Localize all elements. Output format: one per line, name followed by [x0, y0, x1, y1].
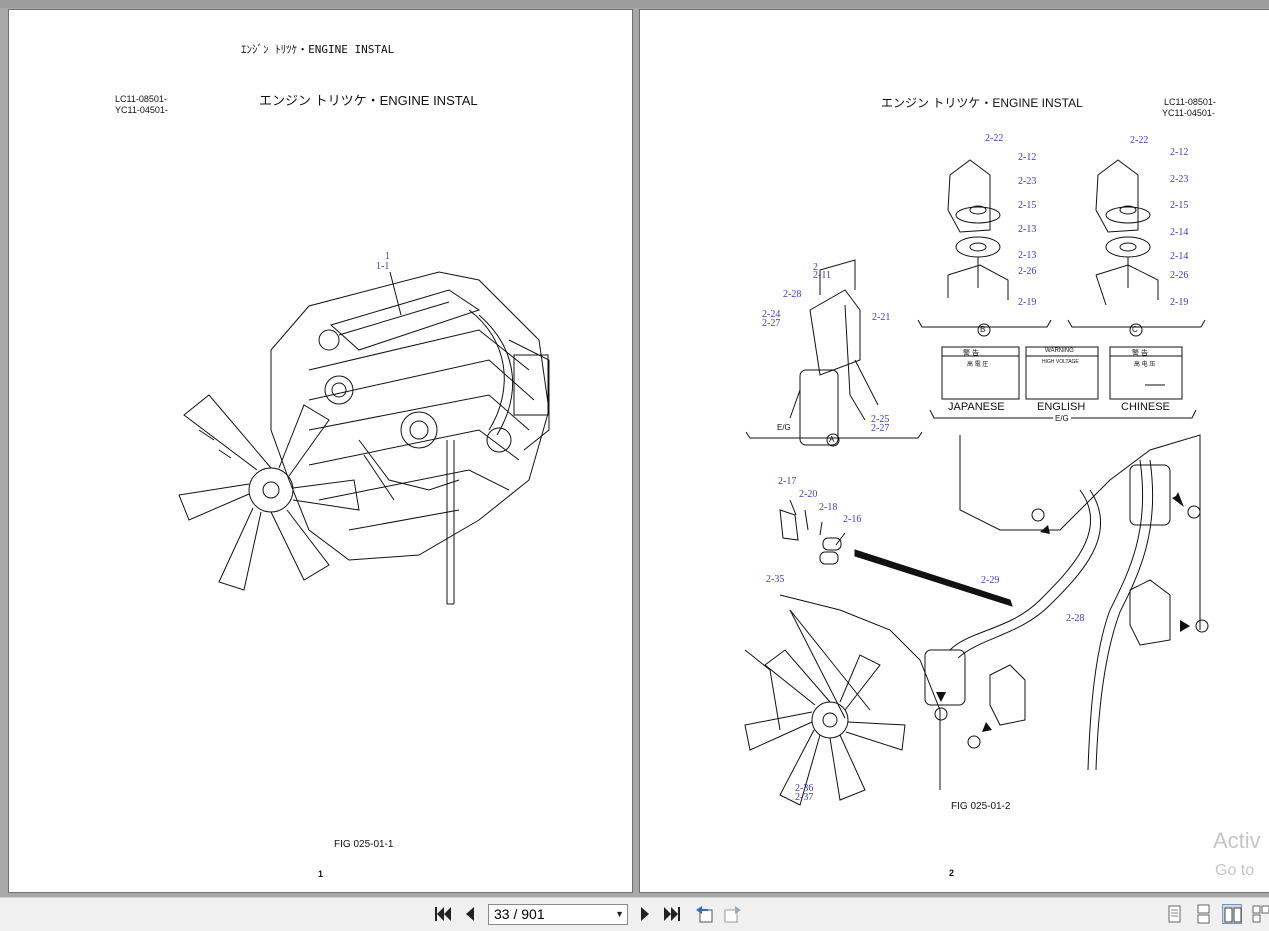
figure-caption: FIG 025-01-1 — [334, 839, 394, 850]
engine-illustration — [178, 271, 550, 605]
warning-label-cn-title: 警 告 — [1132, 350, 1148, 357]
activation-watermark: Activ — [1213, 828, 1261, 853]
next-page-button[interactable] — [635, 904, 655, 924]
label-eg: E/G — [777, 423, 791, 432]
page-title: エンジン トリツケ・ENGINE INSTAL — [259, 93, 478, 108]
callout-label: 2-15 — [1018, 200, 1037, 211]
callout-label: 2 — [813, 262, 818, 273]
callout-label: 2-13 — [1018, 224, 1037, 235]
document-page-1: ｴﾝｼﾞﾝ ﾄﾘﾂｹ・ENGINE INSTAL LC11-08501- YC1… — [8, 9, 633, 893]
activation-watermark-sub: Go to — [1215, 862, 1255, 879]
previous-page-icon — [466, 907, 474, 921]
view-marker-b: B — [980, 325, 986, 334]
engine-mount-diagram — [744, 159, 1209, 806]
first-page-icon — [435, 907, 451, 921]
last-page-icon — [664, 907, 680, 921]
callout-label: 2-28 — [1066, 613, 1085, 624]
chevron-down-icon[interactable]: ▼ — [615, 909, 624, 919]
label-eg: E/G — [1053, 414, 1071, 423]
first-page-button[interactable] — [432, 904, 452, 924]
serial-range-2: YC11-04501- — [1162, 108, 1215, 118]
continuous-facing-icon — [1252, 905, 1269, 923]
warning-label-en-subtitle: HIGH VOLTAGE — [1042, 359, 1079, 365]
warning-label-jp-subtitle: 高 電 圧 — [967, 362, 989, 368]
callout-label: 2-26 — [1170, 270, 1189, 281]
single-page-view-button[interactable] — [1164, 904, 1184, 924]
callout-label: 2-26 — [1018, 266, 1037, 277]
label-english: ENGLISH — [1037, 401, 1086, 413]
callout-label: 2-23 — [1018, 176, 1037, 187]
label-japanese: JAPANESE — [948, 401, 1005, 413]
warning-label-en-title: WARNING — [1045, 348, 1074, 354]
callout-label: 2-12 — [1170, 147, 1189, 158]
callout-label: 2-36 — [795, 783, 814, 794]
callout-label: 2-20 — [799, 489, 818, 500]
callout-label: 2-25 — [871, 414, 890, 425]
continuous-facing-view-button[interactable] — [1251, 904, 1269, 924]
callout-label: 1-1 — [376, 261, 390, 272]
callout-label: 2-14 — [1170, 227, 1189, 238]
callout-label: 2-18 — [819, 502, 838, 513]
next-page-icon — [641, 907, 649, 921]
callout-label: 2-22 — [985, 133, 1004, 144]
serial-range-1: LC11-08501- — [115, 94, 167, 104]
facing-pages-view-button[interactable] — [1222, 904, 1242, 924]
viewer-toolbar: 33 / 901 ▼ — [0, 897, 1269, 931]
callout-label: 2-13 — [1018, 250, 1037, 261]
callout-label: 1 — [385, 251, 390, 262]
forward-view-icon — [724, 906, 741, 923]
callout-label: 2-17 — [778, 476, 797, 487]
callout-label: 2-24 — [762, 309, 781, 320]
callout-label: 2-29 — [981, 575, 1000, 586]
callout-label: 2-19 — [1018, 297, 1037, 308]
callout-label: 2-19 — [1170, 297, 1189, 308]
page-indicator: 33 / 901 — [494, 906, 545, 922]
document-page-2: エンジン トリツケ・ENGINE INSTAL LC11-08501- YC11… — [639, 9, 1269, 893]
single-page-icon — [1168, 905, 1181, 923]
view-marker-a: A — [829, 435, 835, 444]
continuous-page-icon — [1197, 904, 1210, 924]
serial-range-1: LC11-08501- — [1164, 97, 1216, 107]
page-title: エンジン トリツケ・ENGINE INSTAL — [881, 96, 1083, 110]
callout-label: 2-28 — [783, 289, 802, 300]
viewer-top-strip — [0, 0, 1269, 8]
callout-label: 2-35 — [766, 574, 785, 585]
callout-label: 2-37 — [795, 792, 814, 803]
callout-label: 2-15 — [1170, 200, 1189, 211]
label-chinese: CHINESE — [1121, 401, 1170, 413]
previous-page-button[interactable] — [460, 904, 480, 924]
warning-label-cn-subtitle: 高 电 压 — [1134, 362, 1156, 368]
callout-label: 2-11 — [813, 270, 831, 281]
last-page-button[interactable] — [663, 904, 683, 924]
callout-label: 2-14 — [1170, 251, 1189, 262]
serial-range-2: YC11-04501- — [115, 105, 168, 115]
callout-label: 2-21 — [872, 312, 891, 323]
page-number: 2 — [949, 868, 955, 878]
page-number: 1 — [318, 869, 324, 879]
callout-label: 2-27 — [762, 318, 781, 329]
back-view-icon — [696, 906, 713, 923]
page-header-title: ｴﾝｼﾞﾝ ﾄﾘﾂｹ・ENGINE INSTAL — [241, 43, 395, 56]
go-forward-view-button[interactable] — [723, 904, 743, 924]
facing-pages-icon — [1224, 907, 1242, 923]
callout-label: 2-23 — [1170, 174, 1189, 185]
continuous-view-button[interactable] — [1193, 904, 1213, 924]
page-number-input[interactable]: 33 / 901 ▼ — [488, 904, 628, 925]
view-marker-c: C — [1132, 325, 1138, 334]
callout-label: 2-12 — [1018, 152, 1037, 163]
figure-caption: FIG 025-01-2 — [951, 801, 1011, 812]
callout-label: 2-27 — [871, 423, 890, 434]
callout-label: 2-22 — [1130, 135, 1149, 146]
callout-label: 2-16 — [843, 514, 862, 525]
warning-label-jp-title: 警 告 — [963, 350, 979, 357]
go-back-view-button[interactable] — [694, 904, 714, 924]
